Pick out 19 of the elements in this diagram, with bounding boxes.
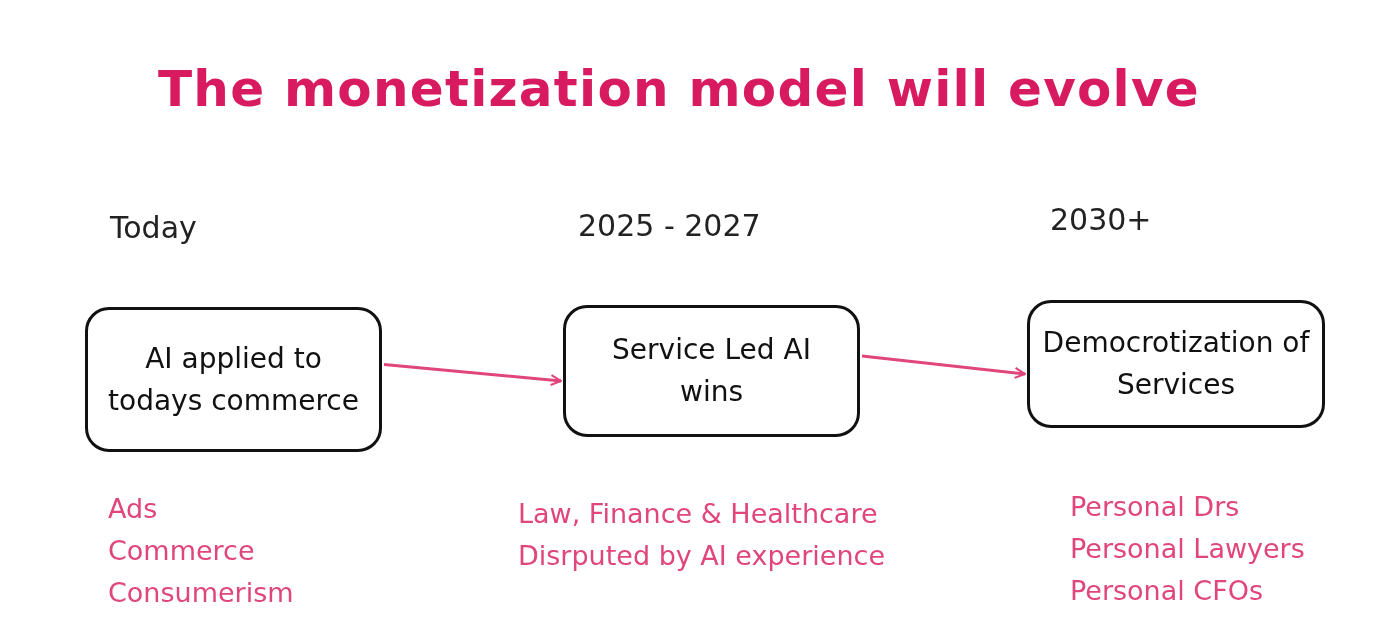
outcome-text: Commerce — [108, 534, 256, 568]
arrow — [383, 363, 562, 387]
outcome-text: Personal Lawyers — [1070, 532, 1306, 566]
outcome-text: Personal CFOs — [1070, 574, 1265, 608]
outcome-text: Ads — [108, 492, 159, 526]
stage-heading: Today — [110, 209, 197, 247]
box-label: Democrotization of Services — [1042, 325, 1310, 403]
stage-heading: 2025 - 2027 — [578, 207, 761, 245]
process-box — [1027, 300, 1325, 428]
stage-heading: 2030+ — [1050, 201, 1152, 239]
box-label: Service Led AI wins — [611, 332, 812, 410]
diagram-title: The monetization model will evolve — [158, 59, 1200, 120]
outcome-text: Personal Drs — [1070, 490, 1241, 524]
process-box — [563, 305, 860, 437]
arrow — [861, 354, 1026, 379]
box-label: AI applied to todays commerce — [107, 340, 360, 419]
outcome-text: Law, Finance & Healthcare Disrputed by AI experience — [518, 497, 886, 573]
process-box — [85, 307, 382, 452]
outcome-text: Consumerism — [108, 576, 295, 610]
